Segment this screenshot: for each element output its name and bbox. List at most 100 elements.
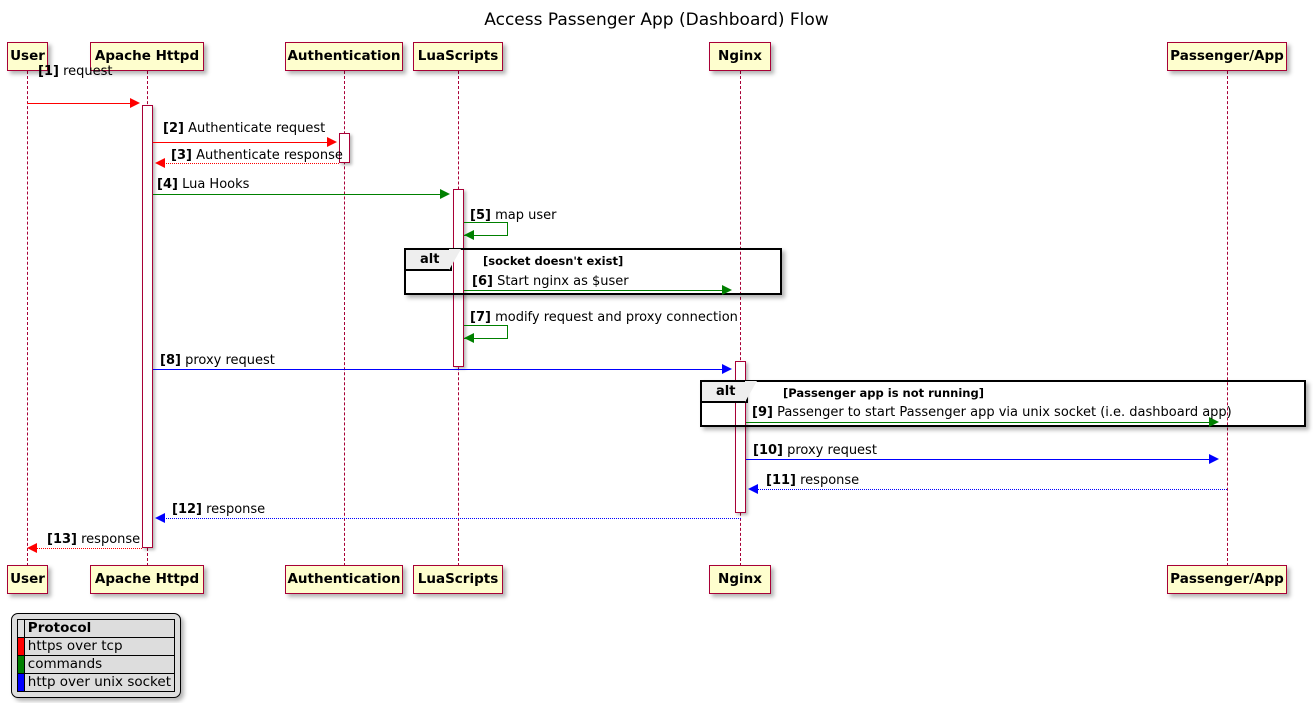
message-1-number: [1] <box>38 64 59 79</box>
message-9-text: Passenger to start Passenger app via uni… <box>777 405 1232 420</box>
message-5-text: map user <box>495 208 557 223</box>
message-6-line <box>464 290 724 291</box>
message-7-selfloop <box>464 325 508 339</box>
message-10-number: [10] <box>753 443 783 458</box>
legend-label-commands: commands <box>23 655 176 674</box>
alt-group-passenger-box <box>700 380 1306 427</box>
message-3-text: Authenticate response <box>196 148 343 163</box>
message-1-label: [1] request <box>38 65 113 78</box>
message-3-line <box>163 163 339 164</box>
message-11-number: [11] <box>766 473 796 488</box>
message-1-arrowhead <box>130 98 140 108</box>
message-2-arrowhead <box>327 137 337 147</box>
participant-apache-top[interactable]: Apache Httpd <box>90 42 204 71</box>
message-1-text: request <box>63 64 113 79</box>
legend-swatch-https-over-tcp <box>17 637 25 656</box>
legend-swatch-http-over-unix-socket <box>17 673 25 692</box>
participant-user-bottom[interactable]: User <box>7 565 48 594</box>
participant-auth-top[interactable]: Authentication <box>285 42 403 71</box>
message-11-text: response <box>800 473 860 488</box>
message-4-text: Lua Hooks <box>182 177 250 192</box>
message-7-number: [7] <box>470 310 491 325</box>
message-9-line <box>746 422 1211 423</box>
message-8-text: proxy request <box>185 353 275 368</box>
alt-group-passenger-condition: [Passenger app is not running] <box>783 386 984 400</box>
message-2-number: [2] <box>163 121 184 136</box>
lifeline-user <box>27 71 28 566</box>
activation-nginx <box>735 361 746 513</box>
message-9-label: [9] Passenger to start Passenger app via… <box>752 406 1232 419</box>
message-10-label: [10] proxy request <box>753 444 877 457</box>
activation-auth <box>339 133 350 163</box>
alt-group-socket-header: alt <box>406 249 461 271</box>
message-7-label: [7] modify request and proxy connection <box>470 311 738 324</box>
alt-group-socket-box <box>404 248 782 295</box>
legend-label-https-over-tcp: https over tcp <box>23 637 176 656</box>
participant-nginx-top[interactable]: Nginx <box>709 42 771 71</box>
participant-passenger-bottom[interactable]: Passenger/App <box>1167 565 1287 594</box>
participant-lua-bottom[interactable]: LuaScripts <box>413 565 503 594</box>
participant-passenger-top[interactable]: Passenger/App <box>1167 42 1287 71</box>
legend-table: Protocol https over tcp commands http ov… <box>17 619 176 692</box>
message-12-text: response <box>206 502 266 517</box>
message-4-arrowhead <box>440 189 450 199</box>
message-11-label: [11] response <box>766 474 859 487</box>
message-11-arrowhead <box>748 484 758 494</box>
page-title: Access Passenger App (Dashboard) Flow <box>484 10 829 30</box>
message-13-line <box>35 548 142 549</box>
message-5-number: [5] <box>470 208 491 223</box>
message-13-number: [13] <box>47 532 77 547</box>
message-11-line <box>756 489 1227 490</box>
message-5-selfloop <box>464 222 508 236</box>
message-8-number: [8] <box>160 353 181 368</box>
legend-header-row: Protocol <box>17 619 176 638</box>
participant-user-top[interactable]: User <box>7 42 48 71</box>
legend-row-commands: commands <box>17 655 176 674</box>
message-4-label: [4] Lua Hooks <box>157 178 249 191</box>
message-12-label: [12] response <box>172 503 265 516</box>
legend-swatch-commands <box>17 655 25 674</box>
message-10-text: proxy request <box>787 443 877 458</box>
message-12-number: [12] <box>172 502 202 517</box>
legend-header-label: Protocol <box>23 619 176 638</box>
message-8-label: [8] proxy request <box>160 354 275 367</box>
message-6-number: [6] <box>472 274 493 289</box>
message-9-number: [9] <box>752 405 773 420</box>
participant-nginx-bottom[interactable]: Nginx <box>709 565 771 594</box>
message-4-number: [4] <box>157 177 178 192</box>
message-3-number: [3] <box>171 148 192 163</box>
message-1-line <box>27 103 132 104</box>
message-4-line <box>153 194 441 195</box>
message-7-arrowhead <box>464 333 474 343</box>
message-8-line <box>153 369 724 370</box>
message-6-label: [6] Start nginx as $user <box>472 275 629 288</box>
message-3-arrowhead <box>155 158 165 168</box>
message-13-text: response <box>81 532 141 547</box>
participant-lua-top[interactable]: LuaScripts <box>413 42 503 71</box>
message-5-arrowhead <box>464 230 474 240</box>
legend-label-http-over-unix-socket: http over unix socket <box>23 673 176 692</box>
message-12-line <box>163 518 741 519</box>
message-13-label: [13] response <box>47 533 140 546</box>
message-2-label: [2] Authenticate request <box>163 122 325 135</box>
lifeline-nginx <box>740 71 741 566</box>
legend-header-swatch <box>17 619 25 638</box>
legend-row-https: https over tcp <box>17 637 176 656</box>
alt-group-passenger-header: alt <box>702 381 757 403</box>
message-9-arrowhead <box>1209 417 1219 427</box>
participant-auth-bottom[interactable]: Authentication <box>285 565 403 594</box>
message-8-arrowhead <box>722 364 732 374</box>
legend-row-http-unix: http over unix socket <box>17 673 176 692</box>
alt-group-socket-condition: [socket doesn't exist] <box>483 254 624 268</box>
message-12-arrowhead <box>155 513 165 523</box>
message-7-text: modify request and proxy connection <box>495 310 738 325</box>
message-2-line <box>153 142 329 143</box>
activation-apache <box>142 105 153 548</box>
activation-lua <box>453 189 464 367</box>
lifeline-passenger <box>1227 71 1228 566</box>
message-13-arrowhead <box>27 543 37 553</box>
participant-apache-bottom[interactable]: Apache Httpd <box>90 565 204 594</box>
legend-box: Protocol https over tcp commands http ov… <box>11 613 181 698</box>
message-2-text: Authenticate request <box>188 121 326 136</box>
